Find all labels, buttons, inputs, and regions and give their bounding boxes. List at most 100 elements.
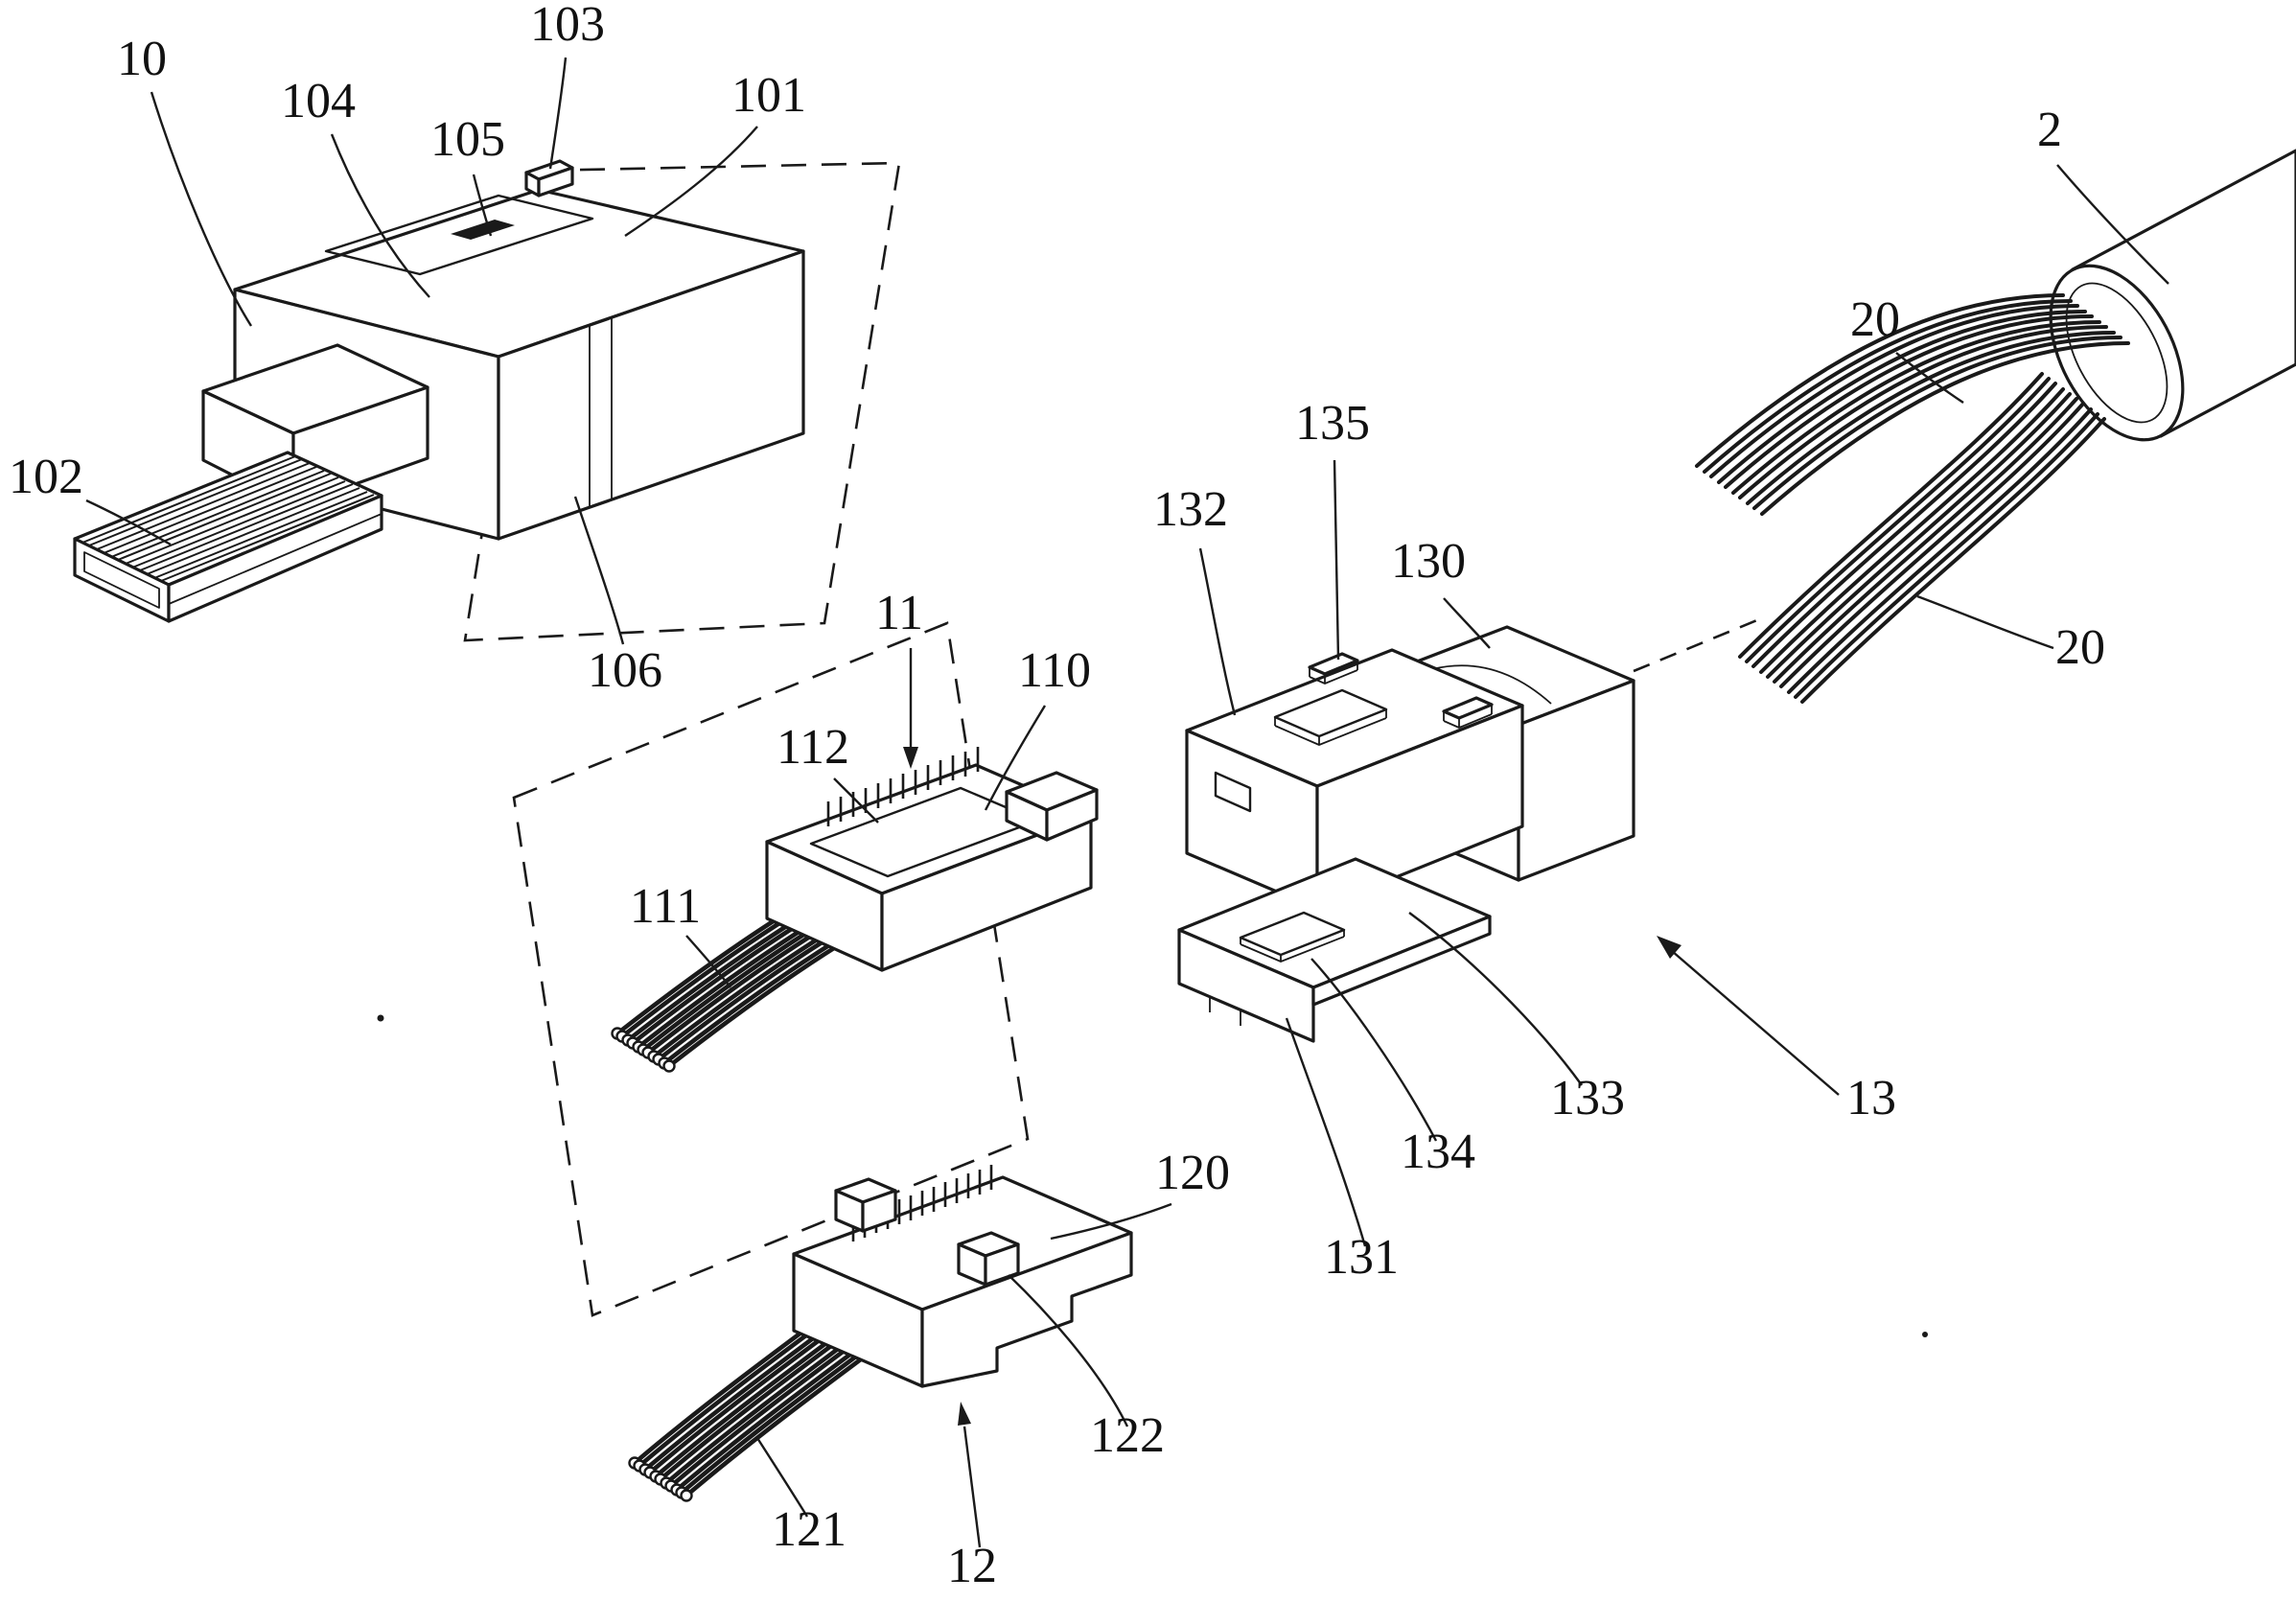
leader-112 <box>833 777 879 824</box>
leader-105 <box>472 174 493 237</box>
ref-label-11: 11 <box>875 586 923 640</box>
leader-132 <box>1198 547 1237 716</box>
ref-label-104: 104 <box>281 74 356 128</box>
ref-label-12: 12 <box>947 1539 997 1593</box>
ref-label-121: 121 <box>772 1502 847 1557</box>
ref-label-120: 120 <box>1155 1146 1230 1200</box>
arrow-line-13 <box>1671 950 1840 1096</box>
leader-111 <box>685 935 731 988</box>
ref-label-102: 102 <box>9 450 83 504</box>
cable-2 <box>1695 149 2296 704</box>
leader-20-lower <box>1916 594 2054 650</box>
assembly-axis-dashed-line <box>1633 615 1765 673</box>
ref-label-132: 132 <box>1153 482 1228 537</box>
leader-122 <box>1008 1274 1129 1427</box>
wire <box>656 1326 859 1485</box>
ref-label-20-lower: 20 <box>2055 620 2105 675</box>
ferrule-curve-line <box>1431 664 1552 705</box>
plate-right-edge <box>1311 915 1492 1007</box>
ref-label-130: 130 <box>1391 534 1466 589</box>
leader-102 <box>85 499 172 546</box>
leader-134 <box>1310 958 1438 1142</box>
end-block-right <box>1045 788 1099 842</box>
cable-jacket-inner-wall <box>2065 282 2168 424</box>
ref-label-103: 103 <box>530 0 605 52</box>
cable-wire <box>1779 402 2085 688</box>
ref-label-111: 111 <box>630 879 701 934</box>
ref-label-134: 134 <box>1401 1125 1475 1179</box>
ref-label-13: 13 <box>1846 1071 1896 1125</box>
leader-104 <box>330 133 430 298</box>
ref-label-10: 10 <box>117 32 167 86</box>
plug-connector-10 <box>73 159 805 623</box>
ref-label-122: 122 <box>1090 1408 1165 1463</box>
spring-tab-right <box>1442 696 1494 729</box>
post-left-122 <box>834 1177 897 1233</box>
terminal-module-11 <box>613 745 1099 1072</box>
leader-120 <box>1050 1202 1172 1241</box>
ref-label-101: 101 <box>731 68 806 123</box>
latch-tab-front <box>537 166 574 197</box>
ref-label-110: 110 <box>1018 643 1091 698</box>
cable-jacket-end <box>2049 264 2185 442</box>
wire <box>643 920 837 1058</box>
ref-label-112: 112 <box>777 720 849 775</box>
leader-103 <box>548 57 568 170</box>
plug-body-seam-lines <box>589 317 613 507</box>
wire-bundle-20-upper <box>1695 293 2130 516</box>
cable-wire <box>1787 407 2093 694</box>
arrowhead-13 <box>1657 936 1681 959</box>
leader-2 <box>2056 164 2169 285</box>
shield-tip-102 <box>73 451 383 623</box>
leader-133 <box>1408 912 1583 1086</box>
insulator-120-right-face <box>920 1231 1133 1388</box>
leader-121 <box>755 1437 809 1518</box>
arrowhead-12 <box>958 1402 971 1426</box>
ref-label-20-upper: 20 <box>1850 292 1900 347</box>
leader-20-upper <box>1895 352 1964 404</box>
spring-tab-135 <box>1308 652 1359 684</box>
shell-right-face <box>1315 704 1524 911</box>
ref-label-106: 106 <box>588 643 662 698</box>
plate-front-bend-131 <box>1177 928 1315 1043</box>
ref-label-131: 131 <box>1324 1230 1399 1285</box>
ref-label-133: 133 <box>1550 1071 1625 1125</box>
terminal-module-12 <box>630 1163 1133 1501</box>
cable-wire <box>1794 412 2099 699</box>
plate-bend-notches <box>1209 997 1241 1026</box>
bottom-shell-plate-133 <box>1177 857 1492 1043</box>
reference-numerals: 10 104 105 103 101 102 106 11 110 112 11… <box>9 0 2105 1593</box>
ref-label-105: 105 <box>430 112 505 167</box>
post-right-122 <box>957 1231 1020 1287</box>
shell-front-slot <box>1214 771 1252 813</box>
post-right-face <box>861 1189 897 1233</box>
insulator-110-end-block <box>1005 771 1099 842</box>
latch-window-105 <box>451 220 515 240</box>
leader-131 <box>1285 1017 1367 1247</box>
ref-label-2: 2 <box>2037 103 2062 157</box>
shell-window-depth <box>1274 709 1387 746</box>
projection-plane-lower <box>512 621 1030 1317</box>
leader-10 <box>150 91 253 327</box>
leader-130 <box>1443 597 1491 649</box>
latch-tab-103 <box>524 159 574 197</box>
ink-dot-right <box>1922 1332 1928 1337</box>
front-shell-132 <box>1185 648 1524 911</box>
leader-101 <box>624 126 758 237</box>
arrowheads <box>903 747 1681 1426</box>
leader-110 <box>984 705 1047 811</box>
arrow-line-12 <box>962 1426 982 1548</box>
wire <box>661 1330 865 1489</box>
insulator-110-right-face <box>880 813 1093 972</box>
arrowhead-11 <box>903 747 918 769</box>
plug-top-inset-panel-104 <box>324 194 594 276</box>
shield-tip-edge-line <box>168 513 383 605</box>
plate-window-depth <box>1240 930 1345 963</box>
wire <box>645 1319 848 1478</box>
plug-body-right-face-106 <box>497 249 805 541</box>
wire <box>651 1323 854 1482</box>
shield-tip-opening <box>83 551 160 609</box>
ref-label-135: 135 <box>1295 396 1370 451</box>
